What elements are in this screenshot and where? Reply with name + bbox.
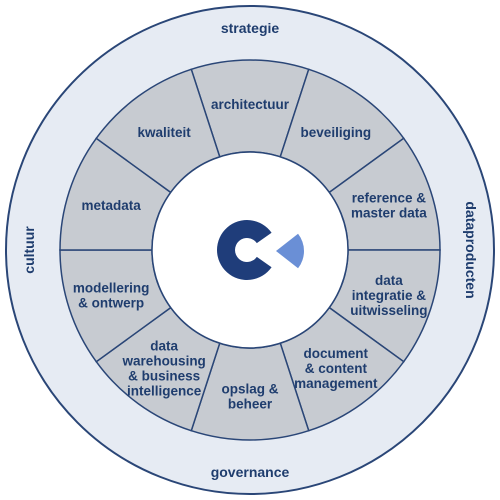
segment-label-line: intelligence xyxy=(127,384,202,399)
segment-label-line: document xyxy=(304,346,369,361)
segment-label-line: master data xyxy=(351,205,427,220)
segment-label-line: data xyxy=(375,273,403,288)
segment-label-line: warehousing xyxy=(122,354,206,369)
segment-label-reference-master-data: reference &master data xyxy=(351,190,427,220)
segment-label-line: management xyxy=(294,376,378,391)
segment-label-line: beheer xyxy=(228,397,273,412)
segment-label-beveiliging: beveiliging xyxy=(301,125,372,140)
segment-label-modellering-ontwerp: modellering& ontwerp xyxy=(73,281,150,311)
c-logo-icon xyxy=(217,220,304,281)
outer-label-dataproducten: dataproducten xyxy=(463,201,479,298)
segment-label-line: & ontwerp xyxy=(78,296,144,311)
segment-label-line: & content xyxy=(305,361,368,376)
segment-label-kwaliteit: kwaliteit xyxy=(138,125,192,140)
segment-label-line: kwaliteit xyxy=(138,125,192,140)
segment-group: architectuur beveiliging reference &master… xyxy=(59,59,441,441)
segment-label-metadata: metadata xyxy=(82,198,142,213)
outer-label-cultuur: cultuur xyxy=(21,226,37,274)
segment-label-line: architectuur xyxy=(211,97,290,112)
segment-label-line: beveiliging xyxy=(301,125,372,140)
segment-label-opslag-beheer: opslag &beheer xyxy=(221,382,278,412)
outer-label-strategie: strategie xyxy=(221,20,280,36)
segment-label-line: opslag & xyxy=(221,382,278,397)
segment-label-line: reference & xyxy=(352,190,427,205)
c-logo-light-wedge xyxy=(276,233,304,269)
outer-label-governance: governance xyxy=(211,464,290,480)
segment-label-line: metadata xyxy=(82,198,142,213)
segment-label-line: modellering xyxy=(73,281,150,296)
segment-label-line: & business xyxy=(128,369,200,384)
segment-label-line: data xyxy=(150,339,178,354)
segment-label-architectuur: architectuur xyxy=(211,97,290,112)
segment-label-line: uitwisseling xyxy=(350,303,427,318)
center-disc xyxy=(151,151,349,349)
c-logo-dark-arc xyxy=(217,220,272,281)
segment-label-line: integratie & xyxy=(352,288,427,303)
